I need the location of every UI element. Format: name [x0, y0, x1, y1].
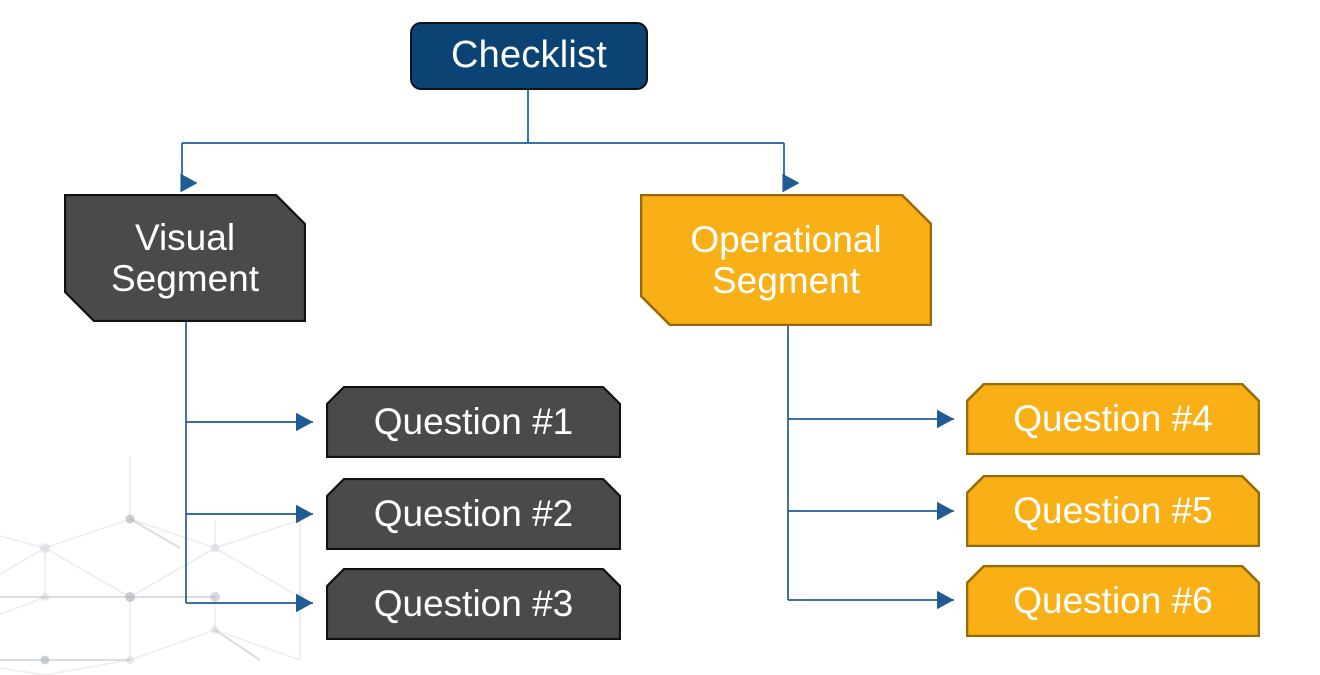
node-question-6-label: Question #6 [1013, 579, 1213, 621]
node-question-1-label: Question #1 [373, 400, 574, 442]
node-operational-segment-label: Operational Segment [640, 219, 932, 302]
question-3-shape [326, 568, 621, 640]
question-4-shape [966, 383, 1260, 455]
node-question-6[interactable]: Question #6 [966, 565, 1260, 637]
question-1-shape [326, 386, 621, 458]
visual-segment-line1: Visual [134, 216, 236, 258]
visual-segment-line2: Segment [110, 258, 260, 299]
node-visual-segment-label: Visual Segment [64, 217, 306, 300]
operational-segment-shape [640, 194, 932, 326]
node-visual-segment[interactable]: Visual Segment [64, 194, 306, 322]
node-checklist-label: Checklist [451, 34, 607, 77]
node-question-2[interactable]: Question #2 [326, 478, 621, 550]
visual-segment-shape [64, 194, 306, 322]
node-operational-segment[interactable]: Operational Segment [640, 194, 932, 326]
node-question-5[interactable]: Question #5 [966, 475, 1260, 547]
operational-segment-line2: Segment [711, 260, 861, 301]
node-question-1[interactable]: Question #1 [326, 386, 621, 458]
node-question-5-label: Question #5 [1013, 489, 1213, 531]
question-5-shape [966, 475, 1260, 547]
question-2-shape [326, 478, 621, 550]
node-question-3-label: Question #3 [373, 582, 574, 624]
node-question-3[interactable]: Question #3 [326, 568, 621, 640]
node-question-4-label: Question #4 [1013, 397, 1213, 439]
operational-segment-line1: Operational [690, 218, 882, 260]
node-checklist[interactable]: Checklist [410, 22, 648, 90]
node-question-2-label: Question #2 [373, 492, 574, 534]
node-question-4[interactable]: Question #4 [966, 383, 1260, 455]
question-6-shape [966, 565, 1260, 637]
